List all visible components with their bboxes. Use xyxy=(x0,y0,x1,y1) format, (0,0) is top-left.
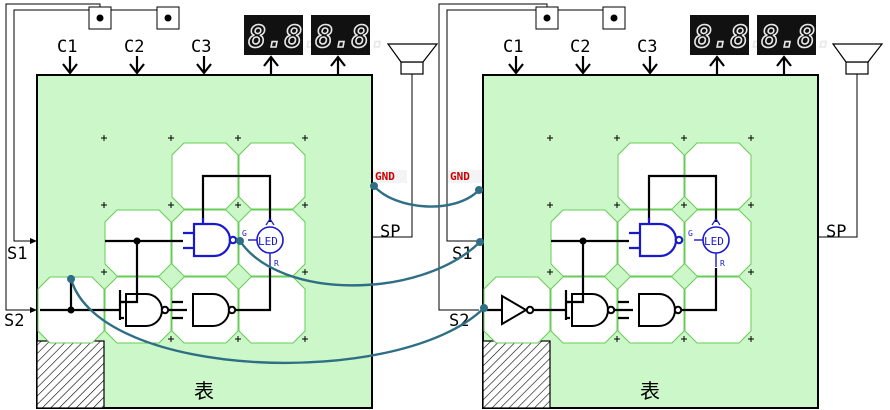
jumper-wire-led xyxy=(239,240,481,287)
switch-label-s2: S2 xyxy=(4,311,24,331)
right-board: 8.8. 8.8. C1 C2 C3 S1 S2 SP xyxy=(438,3,884,409)
arrow-down-icon xyxy=(575,56,591,75)
control-label-c2: C2 xyxy=(570,37,590,57)
board-footer: 表 xyxy=(640,379,660,403)
push-switch-icon[interactable] xyxy=(602,6,626,30)
arrow-up-icon xyxy=(709,55,725,74)
left-board: 8.8. 8.8. C1 C2 C3 S1 S2 SP xyxy=(4,3,439,409)
cell-grid xyxy=(37,142,306,344)
jumper-endpoints[interactable] xyxy=(67,182,488,312)
nand-gate-icon xyxy=(192,293,237,327)
push-switch-icon[interactable] xyxy=(88,6,112,30)
arrow-up-icon xyxy=(263,55,279,74)
svg-text:8.8.: 8.8. xyxy=(694,20,766,55)
svg-text:LED: LED xyxy=(704,235,724,248)
control-label-c1: C1 xyxy=(503,37,523,57)
nand-gate-icon xyxy=(629,218,684,258)
led-icon: LED xyxy=(248,217,284,267)
cell-grid xyxy=(483,142,752,344)
push-switch-icon[interactable] xyxy=(535,6,559,30)
control-label-c2: C2 xyxy=(124,37,144,57)
seven-segment-display-icon: 8.8. xyxy=(690,15,767,56)
led-pin-g: G xyxy=(688,229,693,238)
gnd-label: GND xyxy=(450,170,470,183)
svg-text:8.8.: 8.8. xyxy=(761,20,833,55)
control-label-c3: C3 xyxy=(637,37,657,57)
seven-segment-display-icon: 8.8. xyxy=(757,15,834,56)
hatched-corner xyxy=(482,340,551,409)
led-icon: LED xyxy=(694,217,730,267)
jumper-wire-s2 xyxy=(69,278,485,365)
led-pin-r: R xyxy=(274,259,279,268)
nand-gate-icon xyxy=(638,293,683,327)
board-footer: 表 xyxy=(194,379,214,403)
arrow-down-icon xyxy=(62,56,78,75)
svg-text:8.8.: 8.8. xyxy=(248,20,320,55)
svg-text:LED: LED xyxy=(258,235,278,248)
speaker-icon xyxy=(386,43,439,75)
gnd-label: GND xyxy=(375,170,395,183)
svg-text:8.8.: 8.8. xyxy=(315,20,387,55)
switch-label-s1: S1 xyxy=(7,244,27,264)
jumper-wires xyxy=(69,185,485,365)
jumper-wire-gnd xyxy=(373,185,480,208)
hatched-corner xyxy=(36,340,105,409)
control-label-c3: C3 xyxy=(191,37,211,57)
arrow-up-icon xyxy=(776,55,792,74)
arrow-up-icon xyxy=(330,55,346,74)
push-switch-icon[interactable] xyxy=(156,6,180,30)
seven-segment-display-icon: 8.8. xyxy=(311,15,388,56)
led-pin-g: G xyxy=(242,229,247,238)
nand-gate-icon xyxy=(571,293,616,327)
arrow-down-icon xyxy=(508,56,524,75)
led-pin-r: R xyxy=(720,259,725,268)
arrow-down-icon xyxy=(642,56,658,75)
control-label-c1: C1 xyxy=(57,37,77,57)
switch-label-s2: S2 xyxy=(449,311,469,331)
nand-gate-icon xyxy=(125,293,170,327)
speaker-label: SP xyxy=(380,222,400,242)
arrow-down-icon xyxy=(196,56,212,75)
not-gate-icon xyxy=(501,294,535,326)
speaker-label: SP xyxy=(826,222,846,242)
seven-segment-display-icon: 8.8. xyxy=(244,15,321,56)
arrow-down-icon xyxy=(129,56,145,75)
speaker-icon xyxy=(831,43,884,75)
